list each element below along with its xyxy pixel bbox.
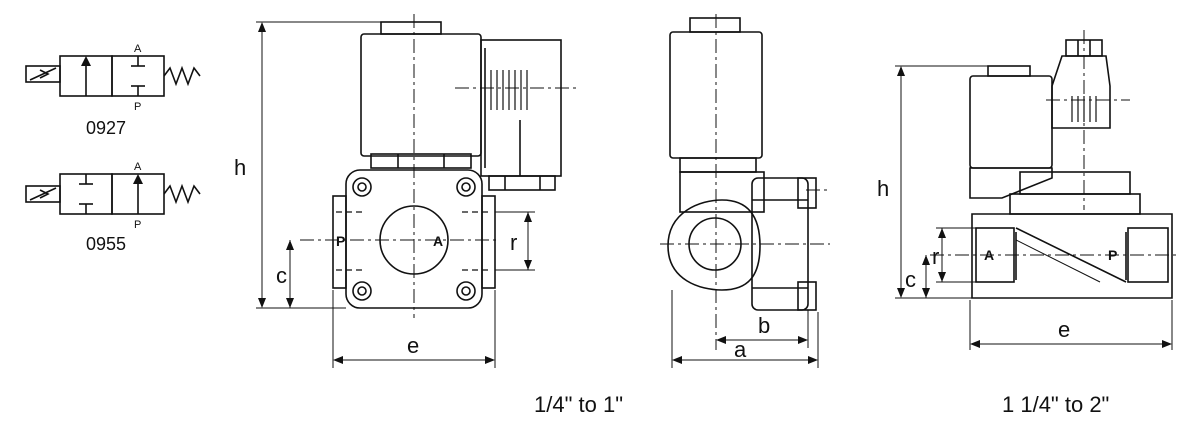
symbol-0955-code: 0955 (86, 234, 126, 254)
large-valve-front-view: h c r e A P (877, 30, 1180, 350)
small-side-dim-b: b (758, 313, 770, 338)
small-side-dim-a: a (734, 337, 747, 362)
small-front-port-p: P (336, 233, 345, 249)
small-valve-front-view: h c r e P A (234, 14, 580, 368)
valve-symbol-0927: A P 0927 (25, 43, 201, 138)
small-size-range-caption: 1/4" to 1" (534, 392, 623, 417)
valve-symbol-0955: A P 0955 (25, 161, 201, 254)
small-front-dim-r: r (510, 230, 517, 255)
symbol-0927-port-a: A (134, 43, 142, 55)
large-front-dim-c: c (905, 267, 916, 292)
small-front-port-a: A (433, 233, 443, 249)
large-front-port-p: P (1108, 247, 1117, 263)
large-front-dim-r: r (932, 244, 939, 269)
large-front-dim-h: h (877, 176, 889, 201)
small-front-dim-c: c (276, 263, 287, 288)
symbol-0955-port-p: P (134, 219, 141, 231)
small-front-dim-h: h (234, 155, 246, 180)
large-front-dim-e: e (1058, 317, 1070, 342)
large-size-range-caption: 1 1/4" to 2" (1002, 392, 1109, 417)
symbol-0927-code: 0927 (86, 118, 126, 138)
symbol-0955-port-a: A (134, 161, 142, 173)
symbol-0927-port-p: P (134, 101, 141, 113)
large-front-port-a: A (984, 247, 994, 263)
small-valve-side-view: b a (660, 14, 830, 368)
small-front-dim-e: e (407, 333, 419, 358)
